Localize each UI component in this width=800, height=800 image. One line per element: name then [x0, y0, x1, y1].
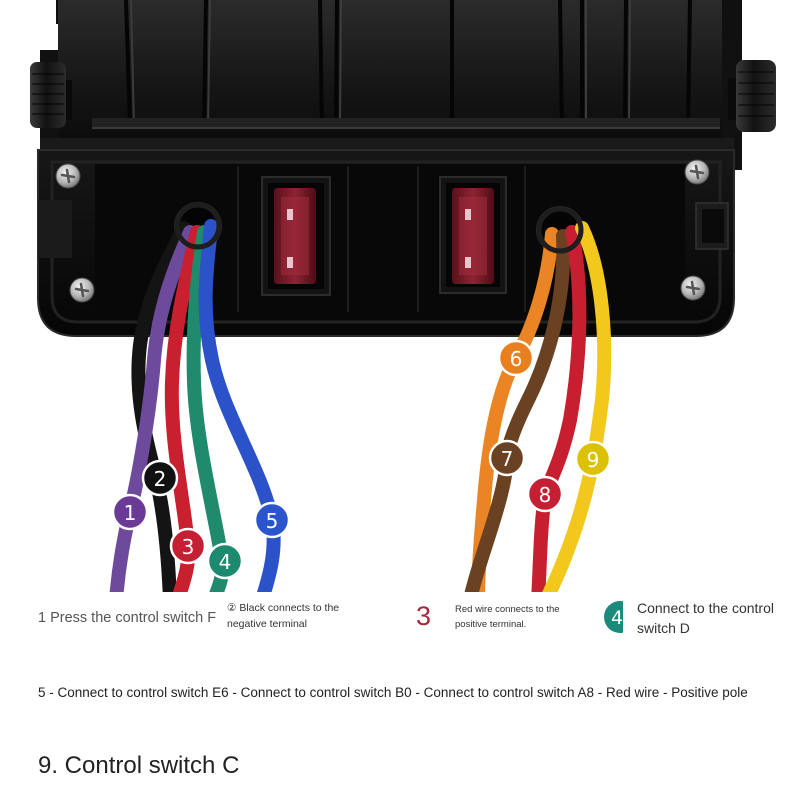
- badge-3-circle: [169, 527, 207, 565]
- screw-slot: [74, 282, 90, 298]
- wire-purple: [109, 225, 197, 592]
- badge-8-label: 8: [539, 483, 552, 507]
- wire-yellow: [542, 221, 612, 592]
- housing-top: [40, 0, 742, 180]
- ridge-groove: [318, 0, 324, 129]
- screw-slot: [685, 280, 701, 296]
- fuse-terminal: [465, 209, 471, 220]
- caption-4-badge-circle: [604, 601, 623, 633]
- control-box-photo: 1 2 3 4 5 6 7 8: [30, 0, 776, 592]
- wire-red-right: [531, 225, 587, 592]
- knob-body: [736, 60, 776, 132]
- wire-red: [164, 225, 204, 592]
- badge-1: 1: [111, 493, 149, 531]
- knob-body: [30, 62, 66, 128]
- left-grommet-collar: [174, 202, 222, 250]
- fuse-terminal: [465, 257, 471, 268]
- caption-3-number: 3: [416, 601, 432, 631]
- caption-3-line-1: Red wire connects to the: [455, 604, 560, 615]
- ridge-groove: [686, 0, 692, 129]
- badge-2-circle: [141, 459, 179, 497]
- caption-4-number: 4: [611, 607, 623, 629]
- fuse-terminal: [287, 257, 293, 268]
- badge-7: 7: [488, 439, 526, 477]
- badge-6-label: 6: [510, 347, 523, 371]
- screw-bottom-right: [680, 275, 706, 301]
- ridge-highlight: [207, 0, 211, 127]
- badge-8: 8: [526, 475, 564, 513]
- front-panel-inner-rim: [50, 160, 722, 324]
- badge-6-circle: [497, 339, 535, 377]
- ridge-highlight: [628, 0, 631, 127]
- ridge-groove: [623, 0, 628, 129]
- screw-slot: [60, 168, 76, 184]
- footer-title: 9. Control switch C: [38, 752, 240, 779]
- ridge-groove: [202, 0, 208, 129]
- caption-2-line-1: ② Black connects to the: [227, 602, 340, 614]
- badge-3-label: 3: [182, 535, 195, 559]
- badge-5-label: 5: [266, 509, 279, 533]
- ridge-groove: [558, 0, 564, 129]
- caption-4-badge: 4: [604, 601, 623, 633]
- screw-top-right: [684, 159, 710, 185]
- fuse-right: [439, 176, 507, 294]
- badge-9: 9: [574, 440, 612, 478]
- badge-9-circle: [574, 440, 612, 478]
- screw-bottom-left: [69, 277, 95, 303]
- badge-9-label: 9: [587, 448, 600, 472]
- badge-4-label: 4: [219, 550, 232, 574]
- badge-7-label: 7: [501, 447, 514, 471]
- ridge-groove: [124, 0, 132, 129]
- fuse-window: [459, 197, 487, 275]
- caption-4-line-2: switch D: [637, 620, 690, 636]
- badge-6: 6: [497, 339, 535, 377]
- caption-4-line-1: Connect to the control: [637, 600, 774, 616]
- badge-1-label: 1: [124, 501, 137, 525]
- badge-2-label: 2: [154, 467, 167, 491]
- badge-4-circle: [206, 542, 244, 580]
- badge-8-circle: [526, 475, 564, 513]
- badge-2: 2: [141, 459, 179, 497]
- fuse-terminal: [287, 209, 293, 220]
- fuse-left: [261, 176, 331, 296]
- ridge-highlight: [130, 0, 135, 127]
- screw-slot: [689, 164, 705, 180]
- wire-brown: [464, 229, 571, 592]
- badge-7-circle: [488, 439, 526, 477]
- left-knob: [30, 62, 72, 128]
- right-wire-bundle: [464, 221, 612, 592]
- fuse-window: [281, 197, 309, 275]
- wire-blue: [198, 219, 281, 592]
- right-grommet-collar: [536, 206, 584, 254]
- badge-5-circle: [253, 501, 291, 539]
- right-knob: [728, 60, 776, 132]
- ridge-groove: [334, 0, 339, 129]
- housing-lower-lip: [40, 138, 734, 152]
- caption-3-line-2: positive terminal.: [455, 619, 527, 630]
- badge-1-circle: [111, 493, 149, 531]
- badge-4: 4: [206, 542, 244, 580]
- caption-2: ② Black connects to the negative termina…: [227, 600, 339, 632]
- housing-ledge: [92, 118, 720, 128]
- caption-2-line-2: negative terminal: [227, 618, 307, 630]
- caption-4: Connect to the control switch D: [637, 598, 774, 638]
- caption-1: 1 Press the control switch F: [38, 610, 217, 626]
- wiring-summary-line: 5 - Connect to control switch E6 - Conne…: [38, 685, 748, 700]
- screw-top-left: [55, 163, 81, 189]
- left-side-step: [38, 200, 72, 258]
- badge-3: 3: [169, 527, 207, 565]
- caption-3: Red wire connects to the positive termin…: [455, 602, 560, 632]
- ridge-highlight: [339, 0, 342, 127]
- right-side-notch-hole: [702, 209, 724, 243]
- badge-5: 5: [253, 501, 291, 539]
